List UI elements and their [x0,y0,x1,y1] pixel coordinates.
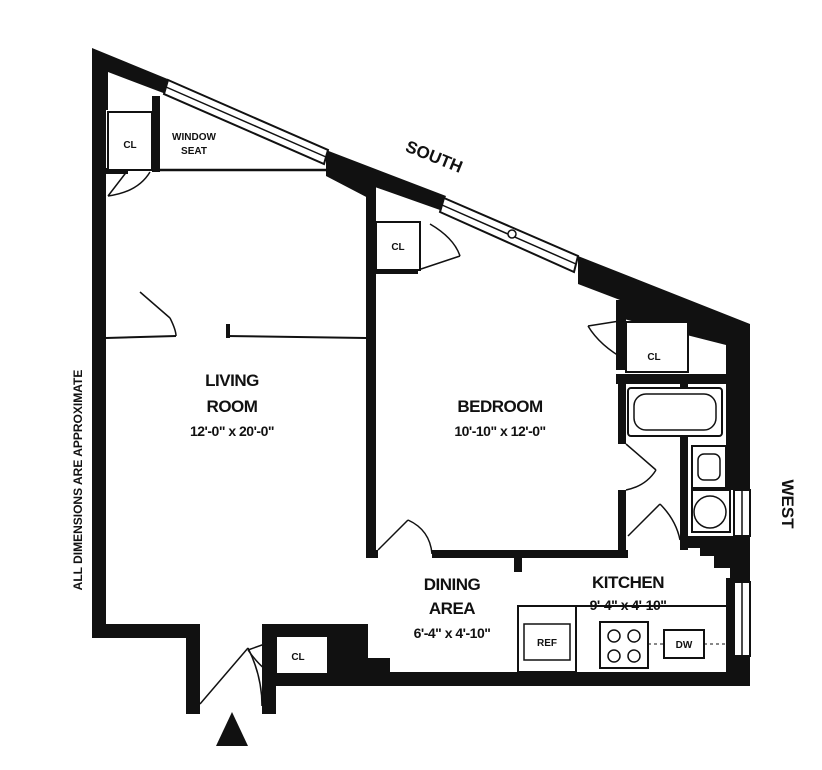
window-seat-label-2: SEAT [181,146,207,157]
compass-south: SOUTH [403,137,465,177]
fixtures [107,111,731,675]
burner-icon [607,629,621,643]
kitchen-bath-door [627,503,681,541]
south-window-2 [438,196,580,274]
burner-icon [607,649,621,663]
bedroom-dimensions: 10'-10" x 12'-0" [454,423,545,439]
window-seat-divider [152,96,160,172]
doors [107,169,681,707]
dining-area-name-1: DINING [424,575,481,594]
bedroom-post [514,556,522,572]
dining-area-dimensions: 6'-4" x 4'-10" [414,625,491,641]
closet-3-door [587,319,627,361]
entry-jamb-left [186,624,200,714]
dining-area-name-2: AREA [429,599,475,618]
bedroom-name: BEDROOM [457,397,543,416]
living-bedroom-wall [366,186,376,558]
refrigerator-label: REF [537,638,557,649]
bottom-wall [270,672,748,686]
bedroom-right-wall-mid [618,384,626,444]
entry-closet-label: CL [291,652,304,663]
living-room-dimensions: 12'-0" x 20'-0" [190,423,274,439]
dishwasher-label: DW [676,640,693,651]
living-door-arc [139,291,177,337]
closet-3 [625,321,689,373]
stove [599,621,649,669]
entry-closet [275,635,329,675]
kitchen-dimensions: 9'-4" x 4'-10" [590,597,667,613]
refrigerator-door [523,623,571,661]
south-entry-wall-left [92,624,198,638]
living-room-name-2: ROOM [207,397,258,416]
entry-pillar [328,624,390,678]
south-wall-segment-2 [326,150,446,210]
sink-basin [697,453,721,481]
toilet [693,495,727,529]
south-window-1 [162,78,330,166]
kitchen-name: KITCHEN [592,573,664,592]
bedroom-bottom-wall-left [366,550,378,558]
interior-walls [105,96,726,572]
south-wall-segment-1 [92,48,170,110]
compass-west: WEST [778,479,797,529]
exterior-walls [92,48,750,714]
bedroom-bottom-wall [432,550,628,558]
living-partition-left [105,335,177,339]
entry-closet-door [247,639,277,677]
closet-3-label: CL [647,352,660,363]
bedroom-closet-door [417,223,461,271]
bedroom-closet-label: CL [391,242,404,253]
disclaimer-text: ALL DIMENSIONS ARE APPROXIMATE [71,370,85,591]
closet-1 [107,111,153,171]
living-partition-post [226,324,230,338]
bedroom-entry-door [377,519,433,555]
south-wall-segment-3 [578,256,750,345]
bedroom-closet [375,221,421,271]
west-window-1 [733,489,751,537]
living-room-name-1: LIVING [205,371,259,390]
closet-top-wall [262,624,332,636]
burner-icon [627,649,641,663]
west-window-2 [733,581,751,657]
bedroom-right-wall-upper [616,300,626,370]
bath-top-wall [616,374,726,384]
window-seat-label-1: WINDOW [172,132,216,143]
bedroom-right-wall-low [618,490,626,558]
bath-door [625,443,657,491]
closet-1-door [107,169,151,197]
closet-1-label: CL [123,140,136,151]
bath-wall-right [680,384,688,550]
entry-jamb-right [262,624,276,714]
living-partition-right [225,335,367,339]
entry-arrow-icon [216,712,248,746]
bathtub-basin [633,393,717,431]
burner-icon [627,629,641,643]
east-wall-step [684,536,750,580]
west-wall [92,110,106,638]
east-wall-upper [726,330,750,490]
